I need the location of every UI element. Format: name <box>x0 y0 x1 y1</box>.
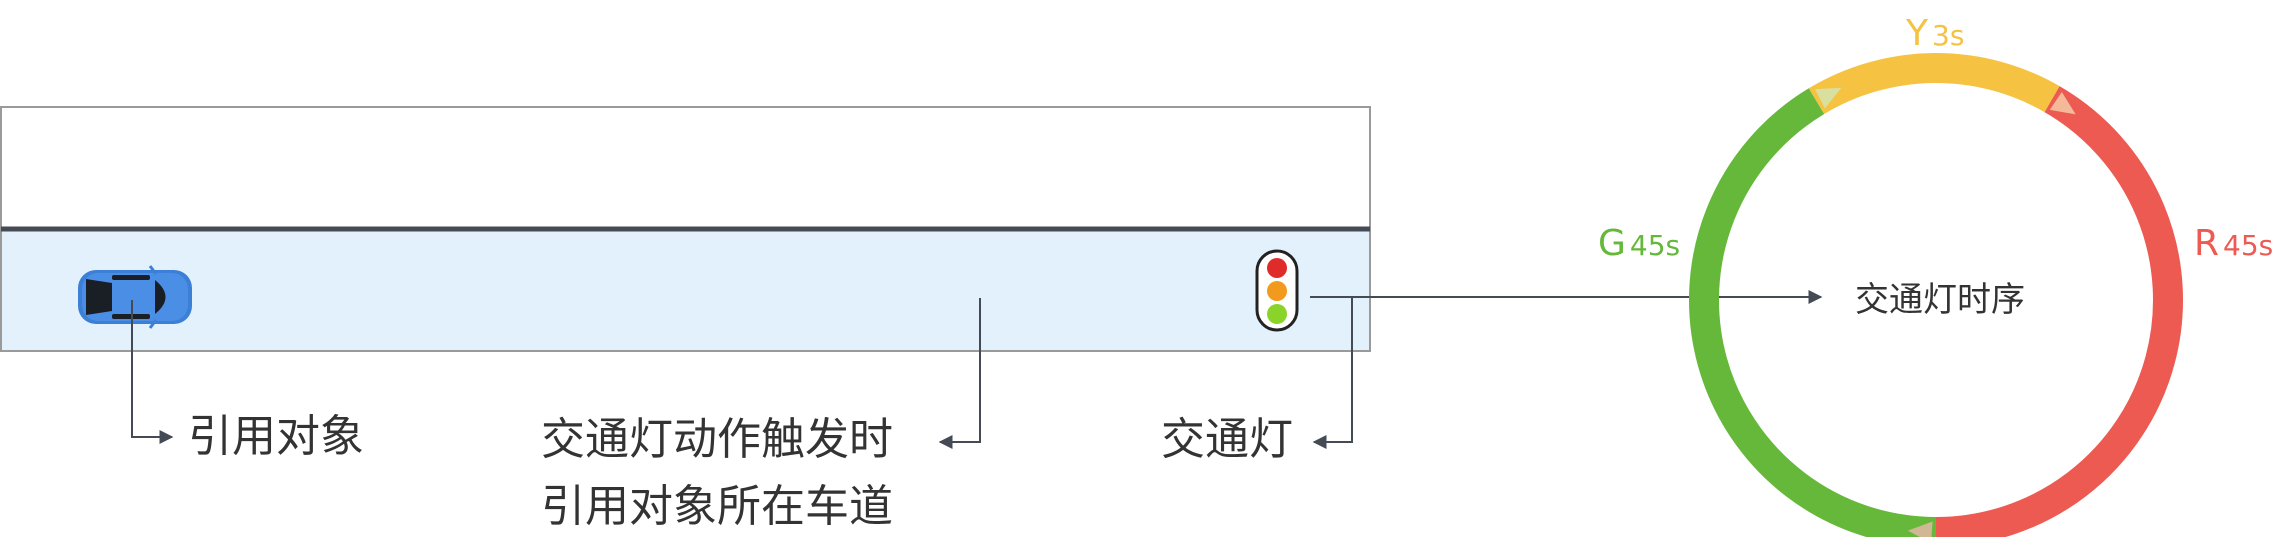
yellow-start-marker <box>1815 87 1842 109</box>
yellow-phase-letter: Y <box>1906 13 1928 54</box>
red-start-marker <box>2049 91 2076 115</box>
traffic-light-label: 交通灯 <box>1161 414 1293 465</box>
green-phase-duration: 45s <box>1629 229 1681 262</box>
car-icon <box>78 265 192 329</box>
green-phase-arc <box>1689 88 1937 537</box>
timing-label: 交通灯时序 <box>1855 280 2025 320</box>
timing-ring <box>1689 53 2183 537</box>
red-phase-letter: R <box>2194 223 2220 264</box>
red-phase-arc <box>1935 86 2183 537</box>
lane <box>2 229 1369 350</box>
traffic-light-icon <box>1255 249 1299 332</box>
lane-connector <box>938 298 981 449</box>
yellow-phase-duration: 3s <box>1932 19 1965 52</box>
green-phase-letter: G <box>1598 223 1626 264</box>
trigger-lane-label-line2: 引用对象所在车道 <box>541 481 893 532</box>
red-phase-duration: 45s <box>2223 229 2274 262</box>
yellow-phase-arc <box>1808 53 2060 115</box>
traffic-light-connector <box>1312 298 1353 449</box>
reference-object-connector <box>131 300 174 444</box>
trigger-lane-label-line1: 交通灯动作触发时 <box>541 414 893 465</box>
reference-object-label: 引用对象 <box>188 411 364 462</box>
green-start-marker <box>1907 521 1933 537</box>
